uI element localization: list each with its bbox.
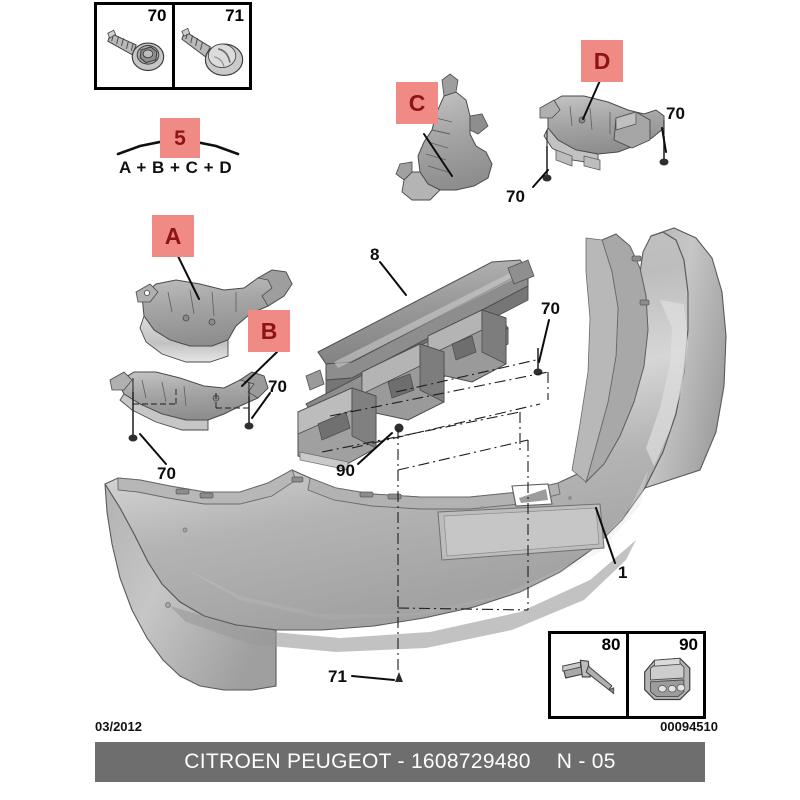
sensor-mark (480, 506, 484, 510)
bracket-c-boss (469, 113, 489, 135)
bracket-a-part (135, 269, 293, 363)
screw-head (542, 174, 552, 182)
bracket-label-c[interactable]: C (396, 82, 438, 124)
callout-70-right-of-d: 70 (666, 104, 685, 123)
document-reference: 00094510 (660, 719, 718, 734)
bracket-d-tab (555, 149, 573, 167)
bar-right-tail (507, 259, 535, 285)
sensor-mark (568, 496, 572, 500)
leader-d (582, 75, 603, 120)
leader-90 (357, 432, 393, 465)
leader-70-center (538, 319, 550, 363)
detail-cell-70: 70 (97, 5, 172, 87)
leader-c (423, 133, 453, 177)
scene-screws (128, 136, 669, 682)
bracket-a-hole (208, 318, 216, 326)
leader-1 (595, 507, 616, 564)
detail-number-71: 71 (225, 6, 244, 25)
bracket-a-hook (256, 269, 293, 307)
detail-cell-80: 80 (551, 634, 626, 716)
leader-71 (351, 675, 395, 681)
crash-box-left (297, 387, 377, 471)
bracket-b-ear (109, 371, 133, 391)
screw-head (244, 422, 254, 430)
detail-box-top: 70 71 (94, 2, 252, 90)
bracket-a-hole (143, 289, 150, 296)
callout-70-center: 70 (541, 299, 560, 318)
bracket-b-ribs (141, 379, 187, 407)
bracket-a-hole (182, 314, 190, 322)
leader-70-b (251, 392, 271, 419)
screw-axes (132, 120, 665, 396)
rivet-pin-icon (562, 659, 615, 695)
leader-70-c (532, 169, 549, 188)
bracket-d-block-top (615, 111, 637, 131)
document-date: 03/2012 (95, 719, 142, 734)
beam-highlight (334, 272, 516, 368)
mount-guides (133, 388, 249, 409)
axis-arrow (395, 672, 403, 682)
license-plate-inner (443, 507, 600, 557)
bumper-cover-part (104, 227, 727, 691)
detail-cell-90: 90 (625, 634, 704, 716)
leader-lines (139, 75, 667, 681)
detail-number-90: 90 (679, 635, 698, 654)
callout-70-near-b: 70 (268, 377, 287, 396)
bracket-b-lower (119, 393, 209, 431)
kit-label-5[interactable]: 5 (160, 118, 200, 158)
assembly-axes (321, 359, 549, 672)
bracket-d-part (539, 95, 665, 171)
callout-8: 8 (370, 245, 380, 264)
bumper-left-wing (104, 483, 277, 691)
title-brand-part: CITROEN PEUGEOT - 1608729480 (184, 750, 531, 773)
callout-1: 1 (618, 563, 628, 582)
bracket-d-tab (583, 155, 601, 171)
bumper-top-clips (175, 255, 650, 500)
bracket-label-b[interactable]: B (248, 310, 290, 352)
clip-fastener-icon (643, 657, 690, 701)
title-bar: CITROEN PEUGEOT - 1608729480 N - 05 (95, 742, 705, 782)
bracket-d-ear (539, 99, 561, 119)
bracket-label-d[interactable]: D (581, 40, 623, 82)
corner-highlight (646, 300, 688, 466)
bracket-a-ribs (167, 289, 237, 317)
clip-marker (394, 423, 404, 433)
bumper-lower-shade (170, 540, 636, 652)
mount-hole (165, 602, 171, 608)
leader-70-left (139, 433, 167, 465)
leader-70-d (661, 127, 667, 153)
detail-number-80: 80 (601, 635, 621, 654)
screw-head (128, 434, 138, 442)
callout-90: 90 (336, 461, 355, 480)
bracket-c-fin (441, 73, 459, 97)
leader-8 (379, 261, 407, 296)
kit-formula: A + B + C + D (119, 158, 233, 177)
crash-box (427, 309, 507, 383)
bracket-d-ribs (569, 105, 611, 134)
callout-70-bottom-left: 70 (157, 464, 176, 483)
bumper-arch-inner (571, 237, 619, 483)
leader-b (241, 351, 278, 387)
plate-lamp-shadow (519, 489, 548, 503)
bracket-a-lower (139, 315, 229, 363)
screw-hex-flange-icon (107, 29, 165, 72)
leader-a (174, 249, 200, 300)
detail-box-bottom: 80 90 (548, 631, 706, 719)
bracket-label-a[interactable]: A (152, 215, 194, 257)
title-code: N - 05 (556, 750, 616, 773)
mount-hole (182, 527, 188, 533)
bracket-c-foot-tab (395, 161, 413, 181)
screw-dome-head-icon (180, 27, 243, 76)
bar-left-tab (305, 369, 325, 391)
bracket-c-ribs (425, 117, 453, 173)
reinforcement-bar-part (297, 259, 535, 471)
callout-70-below-c: 70 (506, 187, 525, 206)
callout-71: 71 (328, 667, 347, 686)
bracket-b-hook (239, 371, 269, 399)
screw-head (659, 158, 669, 166)
detail-cell-71: 71 (171, 5, 250, 87)
detail-number-70: 70 (147, 6, 167, 25)
